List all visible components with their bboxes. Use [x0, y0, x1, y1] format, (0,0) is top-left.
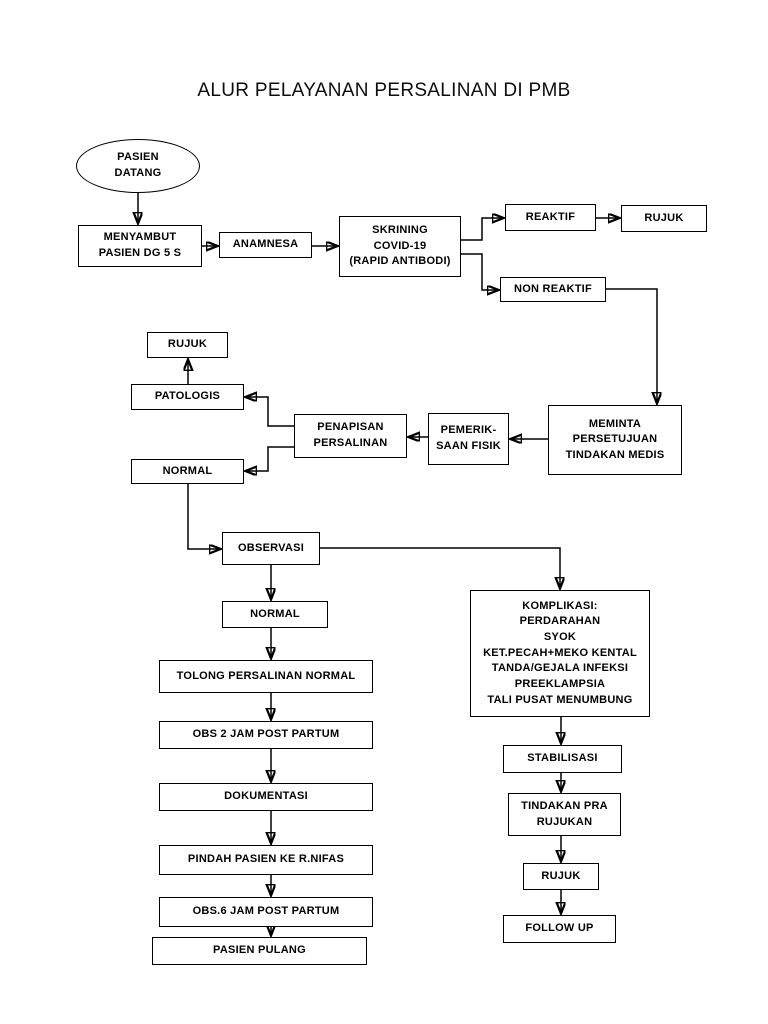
node-label: DOKUMENTASI	[224, 790, 308, 803]
node-obs-6-jam-post-partum[interactable]: OBS.6 JAM POST PARTUM	[159, 897, 373, 927]
node-label: PEMERIK-SAAN FISIK	[436, 424, 501, 452]
edge-penapisan-to-normal	[246, 446, 294, 471]
page-title: ALUR PELAYANAN PERSALINAN DI PMB	[197, 80, 571, 101]
node-follow-up[interactable]: FOLLOW UP	[503, 915, 616, 943]
node-patologis[interactable]: PATOLOGIS	[131, 384, 244, 410]
node-label: TOLONG PERSALINAN NORMAL	[176, 669, 356, 682]
node-normal-penapisan[interactable]: NORMAL	[131, 459, 244, 484]
node-rujuk-patologis[interactable]: RUJUK	[147, 332, 228, 358]
node-label: OBS.6 JAM POST PARTUM	[192, 905, 340, 918]
node-label: RUJUK	[167, 338, 208, 351]
node-label: RUJUK	[644, 211, 684, 224]
node-non-reaktif[interactable]: NON REAKTIF	[500, 277, 606, 302]
node-label: REAKTIF	[525, 210, 576, 223]
node-label: OBSERVASI	[237, 541, 305, 554]
node-label: RUJUK	[541, 869, 581, 882]
node-label: NORMAL	[162, 464, 213, 477]
node-label: STABILISASI	[527, 752, 598, 765]
node-label: FOLLOW UP	[525, 922, 594, 935]
node-stabilisasi[interactable]: STABILISASI	[503, 745, 622, 773]
node-label: PATOLOGIS	[154, 390, 221, 403]
node-observasi[interactable]: OBSERVASI	[222, 532, 320, 565]
node-label: PINDAH PASIEN KE R.NIFAS	[187, 853, 345, 866]
node-obs-2-jam-post-partum[interactable]: OBS 2 JAM POST PARTUM	[159, 721, 373, 749]
node-pasien-pulang[interactable]: PASIEN PULANG	[152, 937, 367, 965]
node-label: OBS 2 JAM POST PARTUM	[192, 728, 340, 741]
node-label: ANAMNESA	[232, 238, 299, 251]
node-label: NORMAL	[250, 607, 300, 620]
edge-skrining-to-non-reaktif	[461, 253, 498, 290]
edge-non-reaktif-to-meminta	[606, 288, 657, 403]
edge-normal-to-observasi	[187, 484, 220, 549]
edge-skrining-to-reaktif	[461, 218, 503, 241]
edge-observasi-to-komplikasi	[320, 547, 560, 588]
edge-penapisan-to-patologis	[246, 397, 294, 427]
node-anamnesa[interactable]: ANAMNESA	[219, 232, 312, 258]
node-pemeriksaan-fisik[interactable]: PEMERIK-SAAN FISIK	[428, 413, 509, 465]
node-label: NON REAKTIF	[514, 282, 592, 295]
node-label: PASIEN PULANG	[213, 944, 306, 957]
node-tolong-persalinan-normal[interactable]: TOLONG PERSALINAN NORMAL	[159, 660, 373, 693]
node-pindah-pasien-ke-r-nifas[interactable]: PINDAH PASIEN KE R.NIFAS	[159, 845, 373, 875]
node-dokumentasi[interactable]: DOKUMENTASI	[159, 783, 373, 811]
node-rujuk-reaktif[interactable]: RUJUK	[621, 205, 707, 232]
node-rujuk-komplikasi[interactable]: RUJUK	[523, 863, 599, 890]
node-reaktif[interactable]: REAKTIF	[505, 204, 596, 231]
node-normal-observasi[interactable]: NORMAL	[222, 601, 328, 628]
